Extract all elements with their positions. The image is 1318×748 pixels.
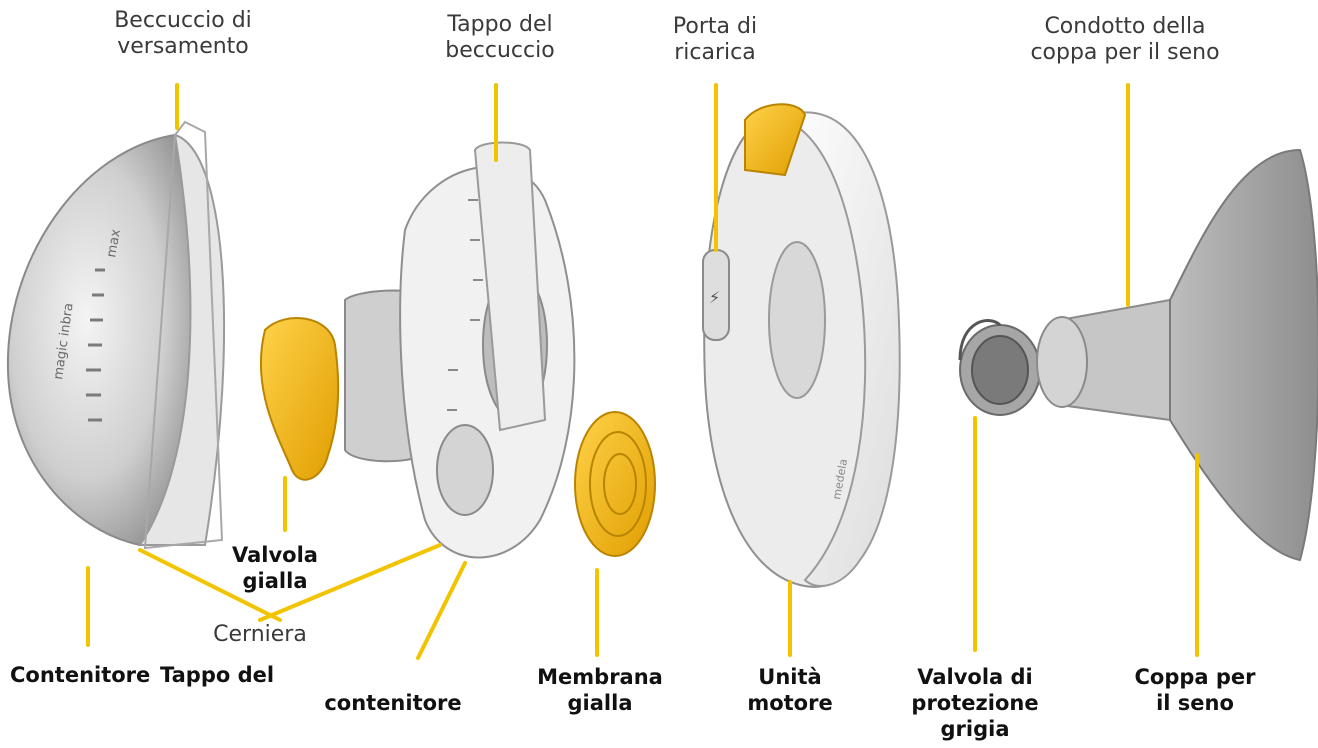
spout-cap-part [473, 141, 547, 432]
label-container-cap-line1: Tappo del [160, 663, 275, 687]
motor-unit-yellow-button [744, 103, 807, 177]
motor-unit-part: ⚡ medela [702, 103, 901, 588]
leader-container-cap [416, 561, 467, 660]
container-scale-marks [86, 268, 105, 422]
yellow-membrane-part [574, 411, 656, 557]
label-container-cap-line2: contenitore [324, 691, 462, 715]
leader-hinge-left [138, 548, 282, 622]
leader-hinge-right [258, 543, 442, 622]
label-hinge: Cerniera [213, 622, 307, 647]
charging-icon: ⚡ [709, 288, 720, 307]
yellow-valve-part [260, 317, 340, 481]
container-max-marking: max [104, 228, 124, 259]
container-part: magic inbra max [6, 120, 226, 550]
breast-cup-part [1036, 148, 1318, 562]
label-container: Contenitore [10, 663, 151, 687]
grey-valve-part [958, 319, 1041, 416]
leader-lines [86, 83, 1199, 660]
